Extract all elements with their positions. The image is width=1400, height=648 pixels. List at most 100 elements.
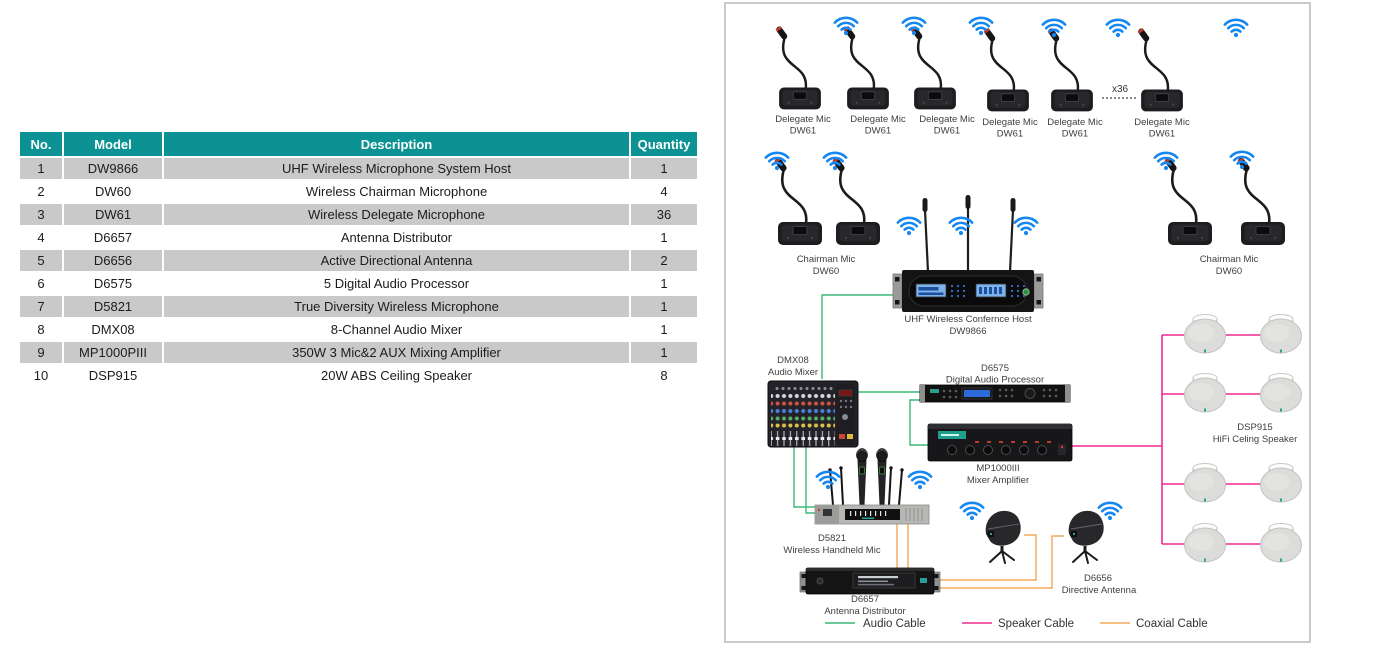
audio-cable-label: Audio Cable [863, 618, 926, 630]
cell-model: MP1000PIII [64, 342, 162, 363]
ceiling-speaker-model: DSP915 [1237, 422, 1272, 433]
system-diagram: x36 Delegate Mic DW61 Delegate Mic DW61 … [724, 2, 1311, 643]
cell-quantity: 4 [631, 181, 697, 202]
antenna-distributor-device: D6657 Antenna Distributor [799, 567, 941, 617]
header-quantity: Quantity [631, 132, 697, 156]
cell-description: Antenna Distributor [164, 227, 629, 248]
table-row: 2 DW60 Wireless Chairman Microphone 4 [20, 181, 697, 202]
antenna-distributor-label: Antenna Distributor [824, 606, 905, 617]
cell-no: 9 [20, 342, 62, 363]
cell-description: True Diversity Wireless Microphone [164, 296, 629, 317]
cell-quantity: 1 [631, 227, 697, 248]
table-row: 1 DW9866 UHF Wireless Microphone System … [20, 158, 697, 179]
audio-processor-model: D6575 [981, 363, 1009, 374]
cell-model: DSP915 [64, 365, 162, 386]
mixer-amplifier-device: MP1000III Mixer Amplifier [927, 423, 1073, 486]
chairman-mic-group-left: Chairman Mic DW60 [764, 151, 882, 277]
header-model: Model [64, 132, 162, 156]
coaxial-cables [896, 523, 1064, 589]
cell-quantity: 1 [631, 319, 697, 340]
speaker-cable-label: Speaker Cable [998, 618, 1074, 630]
delegate-mic-model: DW61 [790, 126, 816, 137]
delegate-mic-label: Delegate Mic [850, 114, 906, 125]
table-header-row: No. Model Description Quantity [20, 132, 697, 156]
delegate-count-label: x36 [1112, 84, 1129, 95]
cell-quantity: 2 [631, 250, 697, 271]
delegate-mic-model: DW61 [934, 126, 960, 137]
cell-model: D6656 [64, 250, 162, 271]
ceiling-speaker-group: DSP915 HiFi Celing Speaker [1184, 314, 1302, 563]
cell-quantity: 1 [631, 296, 697, 317]
cell-no: 4 [20, 227, 62, 248]
header-no: No. [20, 132, 62, 156]
cell-quantity: 1 [631, 342, 697, 363]
cell-model: DW9866 [64, 158, 162, 179]
header-description: Description [164, 132, 629, 156]
cell-no: 10 [20, 365, 62, 386]
handheld-mic-label: Wireless Handheld Mic [783, 545, 880, 556]
cell-quantity: 1 [631, 158, 697, 179]
mixer-amplifier-label: Mixer Amplifier [967, 475, 1029, 486]
audio-mixer-model: DMX08 [777, 355, 809, 366]
cell-model: D5821 [64, 296, 162, 317]
coaxial-cable-label: Coaxial Cable [1136, 618, 1208, 630]
table-row: 5 D6656 Active Directional Antenna 2 [20, 250, 697, 271]
delegate-mic-label: Delegate Mic [1134, 117, 1190, 128]
delegate-mic-group: x36 Delegate Mic DW61 Delegate Mic DW61 … [773, 16, 1249, 140]
delegate-mic-model: DW61 [1062, 129, 1088, 140]
cable-legend: Audio Cable Speaker Cable Coaxial Cable [825, 618, 1208, 630]
audio-processor-label: Digital Audio Processor [946, 375, 1044, 386]
cell-model: DW60 [64, 181, 162, 202]
cell-model: DW61 [64, 204, 162, 225]
cell-description: UHF Wireless Microphone System Host [164, 158, 629, 179]
handheld-mic-device: D5821 Wireless Handheld Mic [783, 447, 933, 556]
cell-quantity: 8 [631, 365, 697, 386]
cell-no: 7 [20, 296, 62, 317]
antenna-distributor-model: D6657 [851, 594, 879, 605]
spec-table: No. Model Description Quantity 1 DW9866 … [18, 130, 699, 388]
cell-no: 5 [20, 250, 62, 271]
handheld-mic-model: D5821 [818, 533, 846, 544]
cell-description: 5 Digital Audio Processor [164, 273, 629, 294]
delegate-mic-label: Delegate Mic [919, 114, 975, 125]
mixer-amplifier-model: MP1000III [976, 463, 1019, 474]
table-row: 8 DMX08 8-Channel Audio Mixer 1 [20, 319, 697, 340]
table-row: 9 MP1000PIII 350W 3 Mic&2 AUX Mixing Amp… [20, 342, 697, 363]
directive-antenna-label: Directive Antenna [1062, 585, 1137, 596]
cell-quantity: 36 [631, 204, 697, 225]
table-row: 6 D6575 5 Digital Audio Processor 1 [20, 273, 697, 294]
cell-model: DMX08 [64, 319, 162, 340]
cell-no: 2 [20, 181, 62, 202]
cell-description: Active Directional Antenna [164, 250, 629, 271]
chairman-mic-model: DW60 [813, 266, 839, 277]
chairman-mic-label: Chairman Mic [1200, 254, 1259, 265]
uhf-host-device: UHF Wireless Confernce Host DW9866 [892, 195, 1044, 337]
table-row: 10 DSP915 20W ABS Ceiling Speaker 8 [20, 365, 697, 386]
cell-no: 8 [20, 319, 62, 340]
table-row: 3 DW61 Wireless Delegate Microphone 36 [20, 204, 697, 225]
cell-description: 350W 3 Mic&2 AUX Mixing Amplifier [164, 342, 629, 363]
table-row: 7 D5821 True Diversity Wireless Micropho… [20, 296, 697, 317]
cell-no: 6 [20, 273, 62, 294]
speaker-cables [1072, 334, 1261, 545]
chairman-mic-group-right: Chairman Mic DW60 [1153, 150, 1287, 277]
cell-model: D6657 [64, 227, 162, 248]
cell-quantity: 1 [631, 273, 697, 294]
chairman-mic-model: DW60 [1216, 266, 1242, 277]
uhf-host-label: UHF Wireless Confernce Host [904, 314, 1032, 325]
audio-mixer-device: DMX08 Audio Mixer [767, 355, 859, 448]
table-row: 4 D6657 Antenna Distributor 1 [20, 227, 697, 248]
delegate-mic-label: Delegate Mic [982, 117, 1038, 128]
audio-processor-device: D6575 Digital Audio Processor [919, 363, 1071, 403]
directive-antenna-group: D6656 Directive Antenna [959, 501, 1137, 596]
cell-description: 8-Channel Audio Mixer [164, 319, 629, 340]
uhf-host-model: DW9866 [950, 326, 987, 337]
directive-antenna-model: D6656 [1084, 573, 1112, 584]
cell-no: 1 [20, 158, 62, 179]
cell-description: Wireless Chairman Microphone [164, 181, 629, 202]
delegate-mic-label: Delegate Mic [775, 114, 831, 125]
cell-description: 20W ABS Ceiling Speaker [164, 365, 629, 386]
delegate-mic-model: DW61 [865, 126, 891, 137]
audio-mixer-label: Audio Mixer [768, 367, 818, 378]
cell-description: Wireless Delegate Microphone [164, 204, 629, 225]
